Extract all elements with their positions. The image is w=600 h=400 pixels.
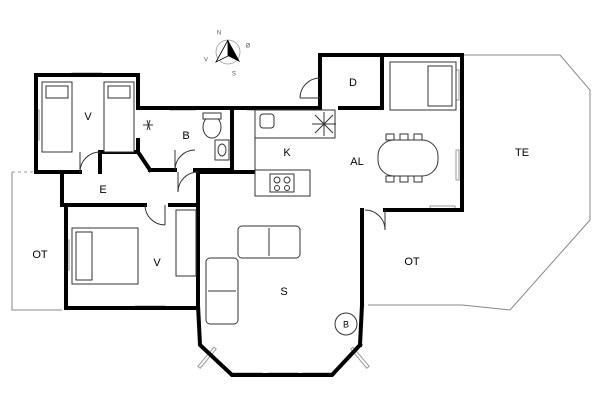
stove	[334, 312, 358, 336]
extractor-icon	[312, 112, 336, 136]
room-label-b: B	[182, 130, 189, 142]
pillow	[107, 85, 131, 99]
doors	[79, 77, 386, 231]
dining-table	[377, 139, 439, 177]
room-label-v-left: V	[153, 257, 161, 269]
windows	[35, 69, 460, 377]
room-label-te: TE	[515, 147, 529, 159]
pillow	[45, 85, 69, 99]
compass: N Ø S V	[204, 31, 251, 78]
furniture	[41, 61, 457, 336]
room-label-ot-left: OT	[32, 249, 48, 261]
compass-n: N	[217, 31, 221, 37]
hob	[269, 173, 295, 193]
compass-s: S	[232, 72, 236, 78]
wardrobe	[175, 209, 197, 277]
compass-v: V	[204, 58, 208, 64]
room-label-k: K	[283, 147, 291, 159]
room-label-d: D	[349, 77, 357, 89]
north-arrow-icon	[228, 40, 240, 62]
stove-label-b: B	[343, 319, 349, 329]
room-label-s: S	[280, 286, 287, 298]
terrace-outlines	[11, 54, 591, 311]
kitchen-sink	[259, 113, 275, 129]
shower-icon	[143, 119, 153, 131]
walls	[34, 53, 464, 377]
compass-o: Ø	[246, 44, 251, 50]
room-label-ot-right: OT	[404, 256, 420, 268]
room-label-e: E	[99, 184, 106, 196]
room-label-v-top: V	[84, 111, 92, 123]
room-labels: V B D K AL TE E OT V S OT B	[32, 77, 529, 329]
room-label-al: AL	[350, 156, 363, 168]
